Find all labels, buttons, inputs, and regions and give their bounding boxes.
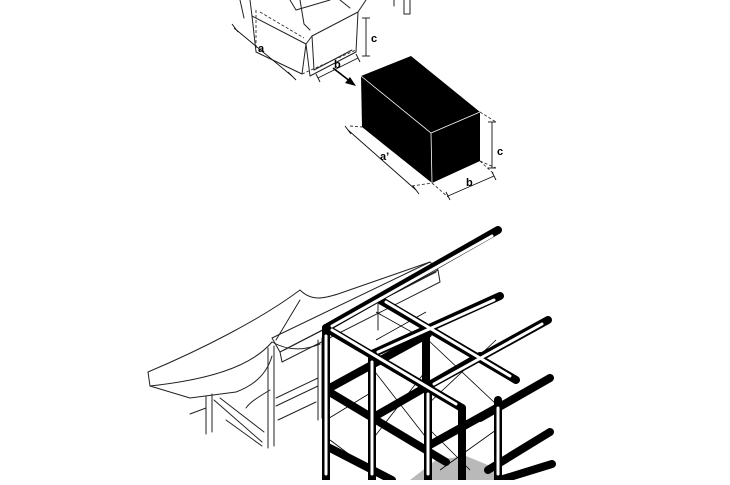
roof-outline (147, 261, 441, 449)
box-dimension-c: c (479, 111, 503, 169)
label-a: a (258, 43, 265, 55)
top-dimension-c: c (362, 17, 377, 57)
original-structure-outline (239, 0, 411, 77)
top-dimension-b: b (315, 53, 361, 83)
label-a-prime: a’ (380, 151, 389, 163)
volume-box (360, 56, 481, 184)
box-dimension-a-prime: a’ (344, 125, 433, 195)
label-c-top: c (371, 33, 377, 45)
frame-floor-shade (410, 456, 500, 480)
top-dimension-a: a (231, 23, 297, 81)
label-b-top: b (334, 59, 341, 71)
label-c-bottom: c (497, 146, 503, 158)
transform-arrow (332, 67, 356, 86)
timber-frame (322, 226, 556, 484)
box-dimension-b: b (431, 160, 497, 201)
label-b-bottom: b (466, 177, 473, 189)
